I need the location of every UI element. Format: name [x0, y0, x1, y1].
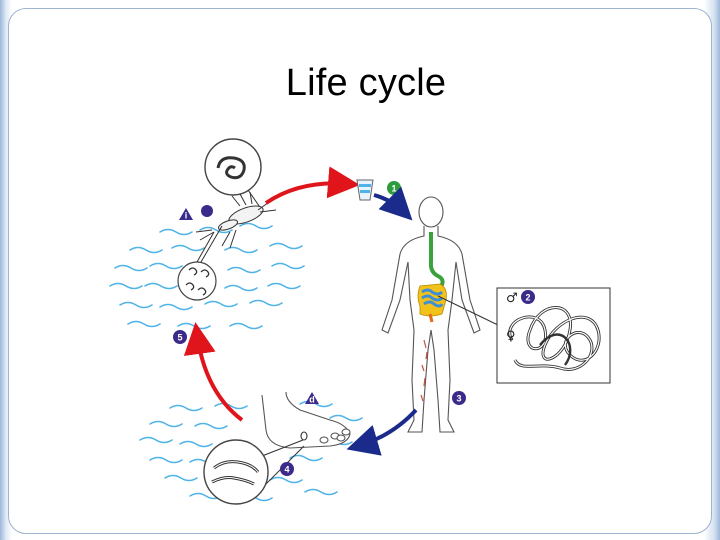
svg-text:3: 3	[456, 393, 461, 403]
diagnostic-stage-marker: d	[305, 392, 319, 405]
slide-title: Life cycle	[285, 62, 447, 104]
leg-worm-marks	[420, 339, 428, 402]
svg-text:1: 1	[391, 183, 396, 193]
water-waves-top-left	[109, 222, 305, 330]
adult-worms-box	[496, 287, 611, 384]
svg-text:4: 4	[284, 464, 289, 474]
larvae-magnified-bottom	[203, 439, 305, 505]
copepod-illustration	[195, 191, 277, 249]
larvae-magnified-water	[177, 225, 223, 301]
step-2-marker: 2	[521, 290, 535, 304]
foot-illustration	[261, 391, 351, 449]
infective-stage-marker: i	[179, 208, 193, 221]
step-4-marker: 4	[280, 462, 294, 476]
step-3-marker: 3	[452, 391, 466, 405]
arrow-ingestion-red	[264, 166, 360, 205]
water-glass-icon	[356, 179, 374, 201]
svg-text:5: 5	[177, 332, 182, 342]
human-body-illustration	[381, 196, 481, 433]
digestive-tract-illustration	[417, 232, 447, 323]
step-1-marker: 1	[387, 181, 401, 195]
arrow-to-human-blue	[373, 186, 413, 221]
step-5-marker: 5	[173, 330, 187, 344]
arrow-to-water-blue	[346, 408, 418, 456]
svg-text:d: d	[309, 395, 315, 405]
step-marker-partial	[201, 205, 213, 217]
female-symbol: ♀	[506, 329, 516, 344]
connector-gut-to-adults	[437, 295, 501, 327]
male-symbol: ♂	[506, 291, 518, 306]
larva-magnified-top	[204, 138, 263, 211]
svg-text:2: 2	[525, 292, 530, 302]
svg-text:i: i	[185, 211, 188, 221]
arrow-to-copepod-red	[183, 322, 244, 422]
